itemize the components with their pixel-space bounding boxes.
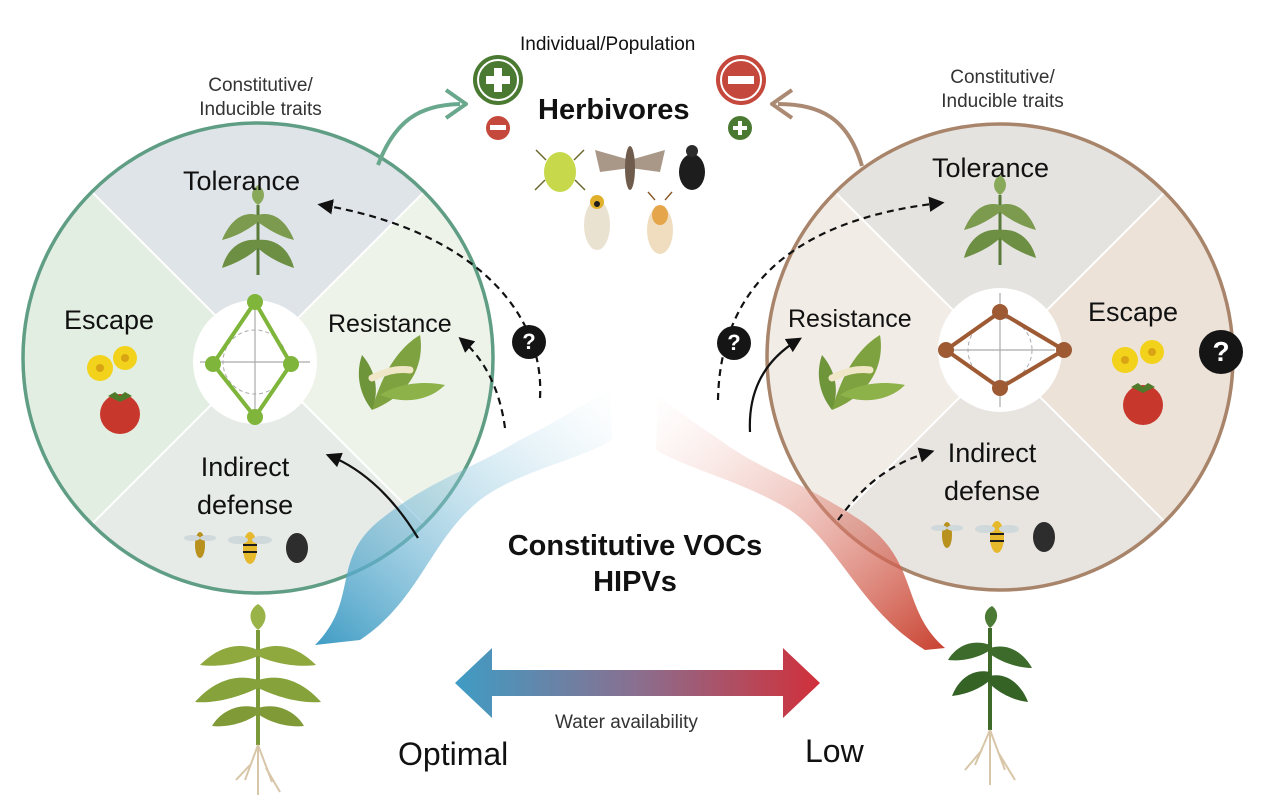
- left-traits-line1: Constitutive/: [208, 75, 313, 96]
- right-resistance-leaf-icon: [818, 335, 905, 410]
- right-arrow-to-resistance: [748, 337, 802, 433]
- water-availability-label: Water availability: [555, 712, 698, 733]
- right-natural-enemies-icon: [931, 521, 1055, 553]
- plus-badge-large: [473, 55, 523, 105]
- right-flowers-icon: [1112, 340, 1164, 373]
- left-resistance-label: Resistance: [328, 310, 452, 338]
- aphid-icon: [534, 149, 586, 192]
- minus-badge-large: [716, 55, 766, 105]
- left-arrow-to-resistance: [458, 336, 507, 429]
- left-indirect-line2: defense: [197, 490, 294, 520]
- left-indirect-label: Indirect defense: [197, 448, 293, 524]
- right-tomato-icon: [1123, 383, 1163, 425]
- left-to-herbivores-arrow: [376, 102, 461, 166]
- left-traits-label: Constitutive/ Inducible traits: [178, 74, 343, 122]
- right-traits-label: Constitutive/ Inducible traits: [920, 66, 1085, 114]
- right-arrow-to-tolerance: [716, 196, 945, 401]
- water-availability-arrow: [455, 648, 820, 718]
- right-indirect-label: Indirect defense: [944, 434, 1040, 510]
- left-question-badge: ?: [512, 325, 546, 359]
- vocs-line2: HIPVs: [593, 566, 677, 598]
- plus-badge-small: [728, 116, 752, 140]
- left-natural-enemies-icon: [184, 532, 308, 564]
- red-voc-stream: [656, 395, 945, 650]
- left-arrow-to-tolerance: [317, 199, 542, 399]
- right-question-badge: ?: [717, 326, 751, 360]
- right-indirect-line1: Indirect: [947, 438, 1037, 468]
- right-arrow-to-indirect: [837, 447, 935, 521]
- right-outside-question-badge: ?: [1199, 330, 1243, 374]
- right-tomato-plant-icon: [948, 606, 1032, 785]
- left-tolerance-label: Tolerance: [183, 166, 301, 196]
- left-tomato-plant-icon: [195, 604, 321, 795]
- left-traits-line2: Inducible traits: [199, 99, 322, 120]
- right-to-herbivores-arrow: [777, 102, 864, 167]
- blue-voc-stream: [315, 390, 612, 645]
- herbivore-insects: [534, 145, 705, 254]
- right-escape-label: Escape: [1088, 297, 1179, 327]
- beetle-icon: [679, 145, 705, 190]
- minus-badge-small: [486, 116, 510, 140]
- right-tolerance-label: Tolerance: [932, 153, 1050, 183]
- right-quadrant-left: [767, 124, 1000, 590]
- herbivores-label: Herbivores: [538, 94, 690, 126]
- right-tolerance-plant-icon: [964, 175, 1036, 265]
- right-resistance-label: Resistance: [788, 305, 912, 333]
- left-arrow-to-indirect: [325, 452, 419, 539]
- right-indirect-line2: defense: [944, 476, 1041, 506]
- right-traits-line2: Inducible traits: [941, 91, 1064, 112]
- vocs-line1: Constitutive VOCs: [507, 530, 763, 562]
- optimal-label: Optimal: [398, 736, 509, 772]
- left-escape-label: Escape: [64, 305, 155, 335]
- leafhopper-icon: [584, 195, 610, 250]
- left-circle: [21, 121, 495, 595]
- left-tolerance-plant-icon: [222, 185, 294, 275]
- level-label: Individual/Population: [520, 34, 696, 55]
- vocs-label: Constitutive VOCs HIPVs: [470, 528, 800, 600]
- left-indirect-line1: Indirect: [200, 452, 290, 482]
- low-label: Low: [805, 733, 864, 769]
- right-traits-line1: Constitutive/: [950, 67, 1055, 88]
- left-resistance-leaf-icon: [358, 335, 445, 410]
- left-quadrant-right: [258, 123, 493, 593]
- left-flowers-icon: [87, 346, 137, 381]
- right-quadrant-bottom: [767, 357, 1233, 590]
- whitefly-icon: [647, 191, 673, 254]
- left-tomato-icon: [100, 392, 140, 434]
- left-quadrant-left: [23, 123, 258, 593]
- moth-icon: [595, 146, 665, 190]
